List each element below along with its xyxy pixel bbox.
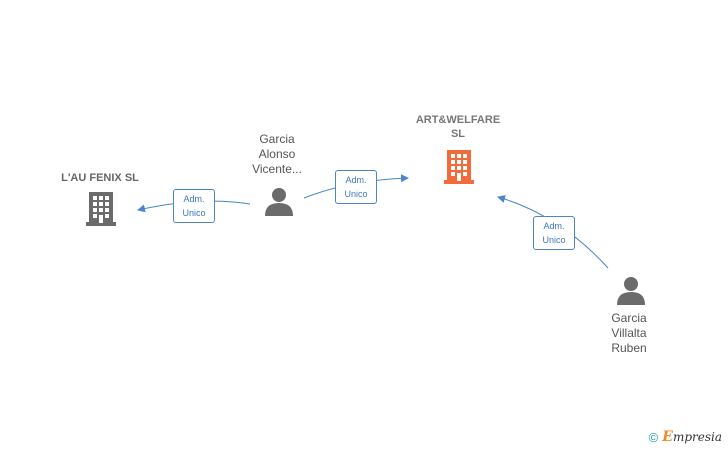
edge-label-role: Adm. Unico — [335, 170, 377, 204]
copyright-icon: © — [648, 429, 659, 445]
building-icon[interactable] — [444, 148, 474, 184]
node-label-aufenix[interactable]: L'AU FENIX SL — [61, 172, 139, 184]
edge-label-role: Adm. Unico — [533, 216, 575, 250]
node-label-garcia-villalta[interactable]: Garcia Villalta Ruben — [611, 311, 647, 355]
person-icon[interactable] — [264, 186, 294, 216]
empresia-logo: Empresia — [662, 429, 722, 445]
node-label-garcia-alonso[interactable]: Garcia Alonso Vicente... — [252, 132, 302, 176]
footer-brand[interactable]: © Empresia — [649, 429, 722, 445]
node-label-artwelfare[interactable]: ART&WELFARE SL — [415, 114, 501, 140]
building-icon[interactable] — [86, 190, 116, 226]
edge-label-role: Adm. Unico — [173, 189, 215, 223]
person-icon[interactable] — [616, 275, 646, 305]
